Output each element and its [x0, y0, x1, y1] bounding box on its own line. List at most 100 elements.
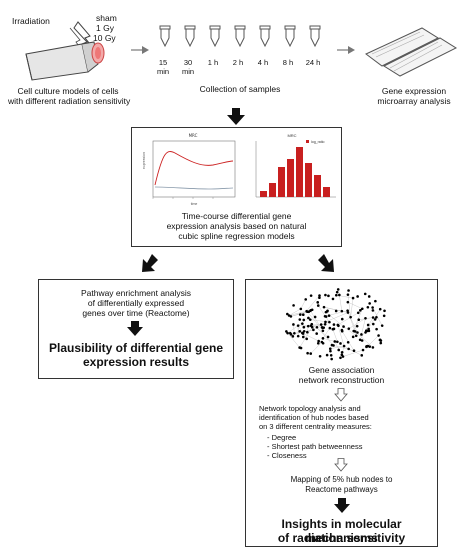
network-node [301, 335, 305, 339]
network-node [366, 305, 370, 309]
network-node [330, 357, 333, 361]
network-node [339, 342, 342, 345]
network-node [337, 348, 341, 352]
network-node [328, 326, 332, 330]
network-node [336, 340, 339, 344]
network-node [313, 315, 317, 319]
network-node [331, 297, 335, 301]
network-node [371, 346, 375, 349]
network-node [329, 349, 332, 353]
network-node [324, 293, 327, 297]
network-node [302, 318, 306, 322]
network-node [360, 307, 364, 311]
network-node [296, 324, 300, 327]
network-node [305, 337, 308, 341]
network-node [335, 290, 339, 294]
network-node [318, 294, 321, 297]
measure-closeness: - Closeness [267, 451, 307, 460]
network-node [289, 333, 293, 336]
network-node [340, 309, 344, 313]
network-node [375, 327, 378, 331]
mapping-text-line1: Mapping of 5% hub nodes to [290, 475, 393, 484]
network-node [338, 293, 341, 297]
network-caption-line2: network reconstruction [298, 375, 385, 385]
network-node [302, 325, 306, 329]
svg-text:log_ratio: log_ratio [311, 140, 324, 144]
microarray-caption-line1: Gene expression [381, 86, 447, 96]
svg-text:time: time [191, 202, 198, 206]
network-node [318, 354, 322, 358]
svg-text:expression: expression [142, 152, 146, 169]
timepoint-label: 2 h [232, 58, 244, 67]
network-node [309, 294, 313, 297]
network-node [336, 288, 340, 291]
network-node [309, 324, 313, 328]
pathway-text-line3: genes over time (Reactome) [82, 308, 190, 318]
network-node [299, 307, 303, 311]
network-node [352, 329, 356, 333]
network-node [321, 329, 325, 333]
network-node [340, 317, 344, 321]
network-node [363, 292, 367, 296]
arrow-down-icon [227, 108, 245, 125]
network-node [364, 329, 368, 333]
network-node [342, 325, 345, 328]
network-node [375, 315, 378, 319]
dose-sham: sham [96, 13, 117, 23]
network-node [286, 312, 289, 316]
network-node [352, 349, 356, 353]
network-node [317, 339, 320, 343]
network-node [320, 340, 324, 344]
network-node [359, 309, 362, 312]
network-node [349, 315, 352, 319]
histogram-chart: MRC log_ratio [244, 131, 340, 207]
arrow-down-icon [127, 321, 143, 336]
network-caption-line1: Gene association [308, 365, 375, 375]
topology-text-line2: identification of hub nodes based [259, 413, 369, 422]
network-node [374, 299, 377, 303]
network-node [323, 314, 327, 318]
sample-tubes [157, 24, 327, 74]
network-node [360, 354, 364, 357]
network-node [378, 307, 382, 311]
network-node [291, 335, 295, 338]
network-node [339, 356, 342, 360]
network-node [368, 302, 371, 305]
network-node [304, 298, 308, 301]
network-node [328, 320, 331, 324]
cell-culture-flask-icon [25, 41, 105, 81]
network-node [367, 329, 371, 333]
cell-caption-line2: with different radiation sensitivity [8, 96, 131, 106]
pathway-text-line1: Pathway enrichment analysis [80, 288, 192, 298]
network-node [319, 323, 323, 326]
timepoint-label: 1 h [207, 58, 219, 67]
network-node [373, 318, 377, 321]
arrow-down-outline-icon [334, 458, 348, 472]
network-node [331, 327, 335, 331]
measure-betweenness: - Shortest path betweenness [267, 442, 363, 451]
network-node [340, 353, 344, 357]
arrow-right-icon [337, 46, 355, 54]
measure-degree: - Degree [267, 433, 297, 442]
mapping-text-line2: Reactome pathways [305, 485, 378, 494]
network-node [299, 346, 303, 350]
network-node [355, 324, 359, 328]
network-node [309, 352, 313, 355]
pathway-text-line2: of differentially expressed [87, 298, 185, 308]
network-node [330, 343, 334, 347]
network-node [298, 313, 302, 316]
network-node [346, 340, 350, 344]
insights-result-line2: of radiation sensitivity [277, 531, 406, 545]
network-node [287, 314, 291, 317]
network-node [383, 309, 386, 313]
network-node [365, 345, 368, 348]
network-node [322, 305, 326, 309]
network-node [285, 330, 288, 333]
network-node [301, 332, 305, 335]
network-node [361, 348, 365, 352]
network-node [324, 320, 327, 324]
timepoint-label: 30 [183, 58, 193, 67]
network-node [367, 295, 371, 298]
network-node [360, 339, 364, 342]
network-node [308, 318, 312, 321]
